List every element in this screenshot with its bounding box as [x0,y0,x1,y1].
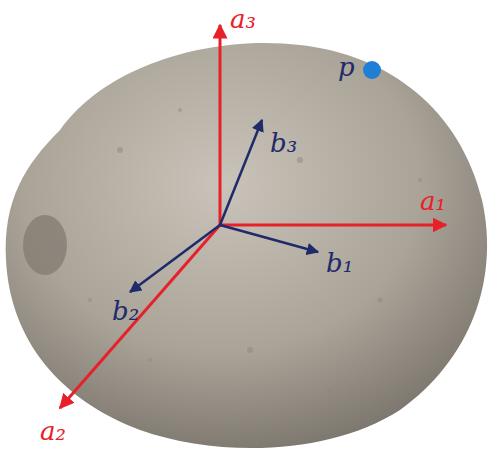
axis-label: b₁ [326,250,353,276]
frame-b [130,120,318,292]
axis-label: a₁ [420,188,446,214]
rock [6,43,487,448]
axis-label: a₃ [230,6,256,32]
rock-hole [23,215,67,275]
frame-a [60,25,446,408]
axis-label: b₂ [112,298,139,324]
axis-label: p [338,54,355,80]
point-dot [363,61,381,79]
axis-label: b₃ [270,130,297,156]
rock-speckles [88,108,422,393]
axis-label: a₂ [40,418,66,444]
